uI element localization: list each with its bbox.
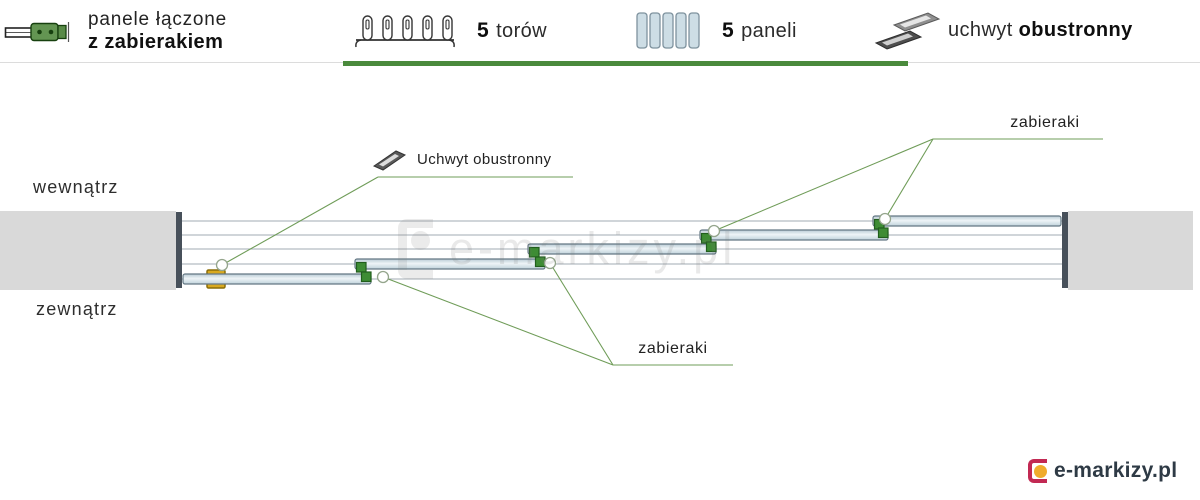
wall-post: [176, 212, 182, 288]
stat-tracks-count: 5: [477, 19, 490, 42]
brand-logo-icon: [1028, 459, 1047, 483]
callout-catchers-bottom: zabieraki: [638, 340, 708, 357]
stat-handle-bold: obustronny: [1018, 19, 1133, 41]
leader-dot: [878, 212, 892, 226]
leader-dot: [376, 270, 390, 284]
callout-catchers-top: zabieraki: [1010, 114, 1080, 131]
handle-icon: [372, 150, 407, 171]
panel: [354, 258, 546, 270]
leader-line: [549, 262, 614, 366]
panel: [527, 243, 717, 255]
leader-line: [382, 276, 614, 366]
panels-icon: [636, 12, 700, 49]
leader-line: [713, 138, 934, 232]
catcher-square: [528, 246, 540, 258]
brand-logo-dot: [1034, 465, 1047, 478]
catcher-square: [360, 271, 372, 283]
leader-line: [221, 176, 379, 266]
callout-handle-text: Uchwyt obustronny: [417, 151, 552, 168]
label-outside: zewnątrz: [36, 299, 118, 319]
panel: [182, 273, 372, 285]
tracks-icon: [355, 15, 455, 48]
brand-logo[interactable]: e-markizy.pl: [1028, 459, 1177, 483]
leader-dot: [215, 258, 229, 272]
title-line-1: panele łączone: [88, 9, 228, 30]
stat-tracks-label: torów: [496, 20, 547, 42]
leader-line: [884, 138, 934, 220]
catcher-square: [534, 256, 546, 268]
stat-panels-label: paneli: [741, 20, 797, 42]
page-title: panele łączone z zabierakiem: [88, 8, 227, 54]
header-accent-bar: [343, 61, 908, 66]
joined-profile-icon: [4, 22, 70, 42]
wall-post: [1062, 212, 1068, 288]
wall: [0, 211, 176, 290]
wall: [1068, 211, 1193, 290]
double-handle-icon: [874, 12, 941, 50]
leader-dot: [707, 224, 721, 238]
catcher-square: [355, 261, 367, 273]
stat-tracks: 5 torów: [477, 19, 547, 43]
title-line-2: z zabierakiem: [88, 31, 224, 53]
panel: [872, 215, 1062, 227]
stat-handle-normal: uchwyt: [948, 19, 1013, 41]
header-bar: panele łączone z zabierakiem 5 torów: [0, 0, 1200, 66]
catcher-square: [877, 227, 889, 239]
catcher-square: [705, 241, 717, 253]
leader-dot: [543, 256, 557, 270]
callout-handle: Uchwyt obustronny: [371, 146, 551, 173]
panel: [699, 229, 889, 241]
stat-panels: 5 paneli: [722, 19, 797, 43]
label-inside: wewnątrz: [33, 177, 119, 197]
brand-logo-text: e-markizy.pl: [1054, 459, 1178, 482]
stat-panels-count: 5: [722, 19, 735, 42]
